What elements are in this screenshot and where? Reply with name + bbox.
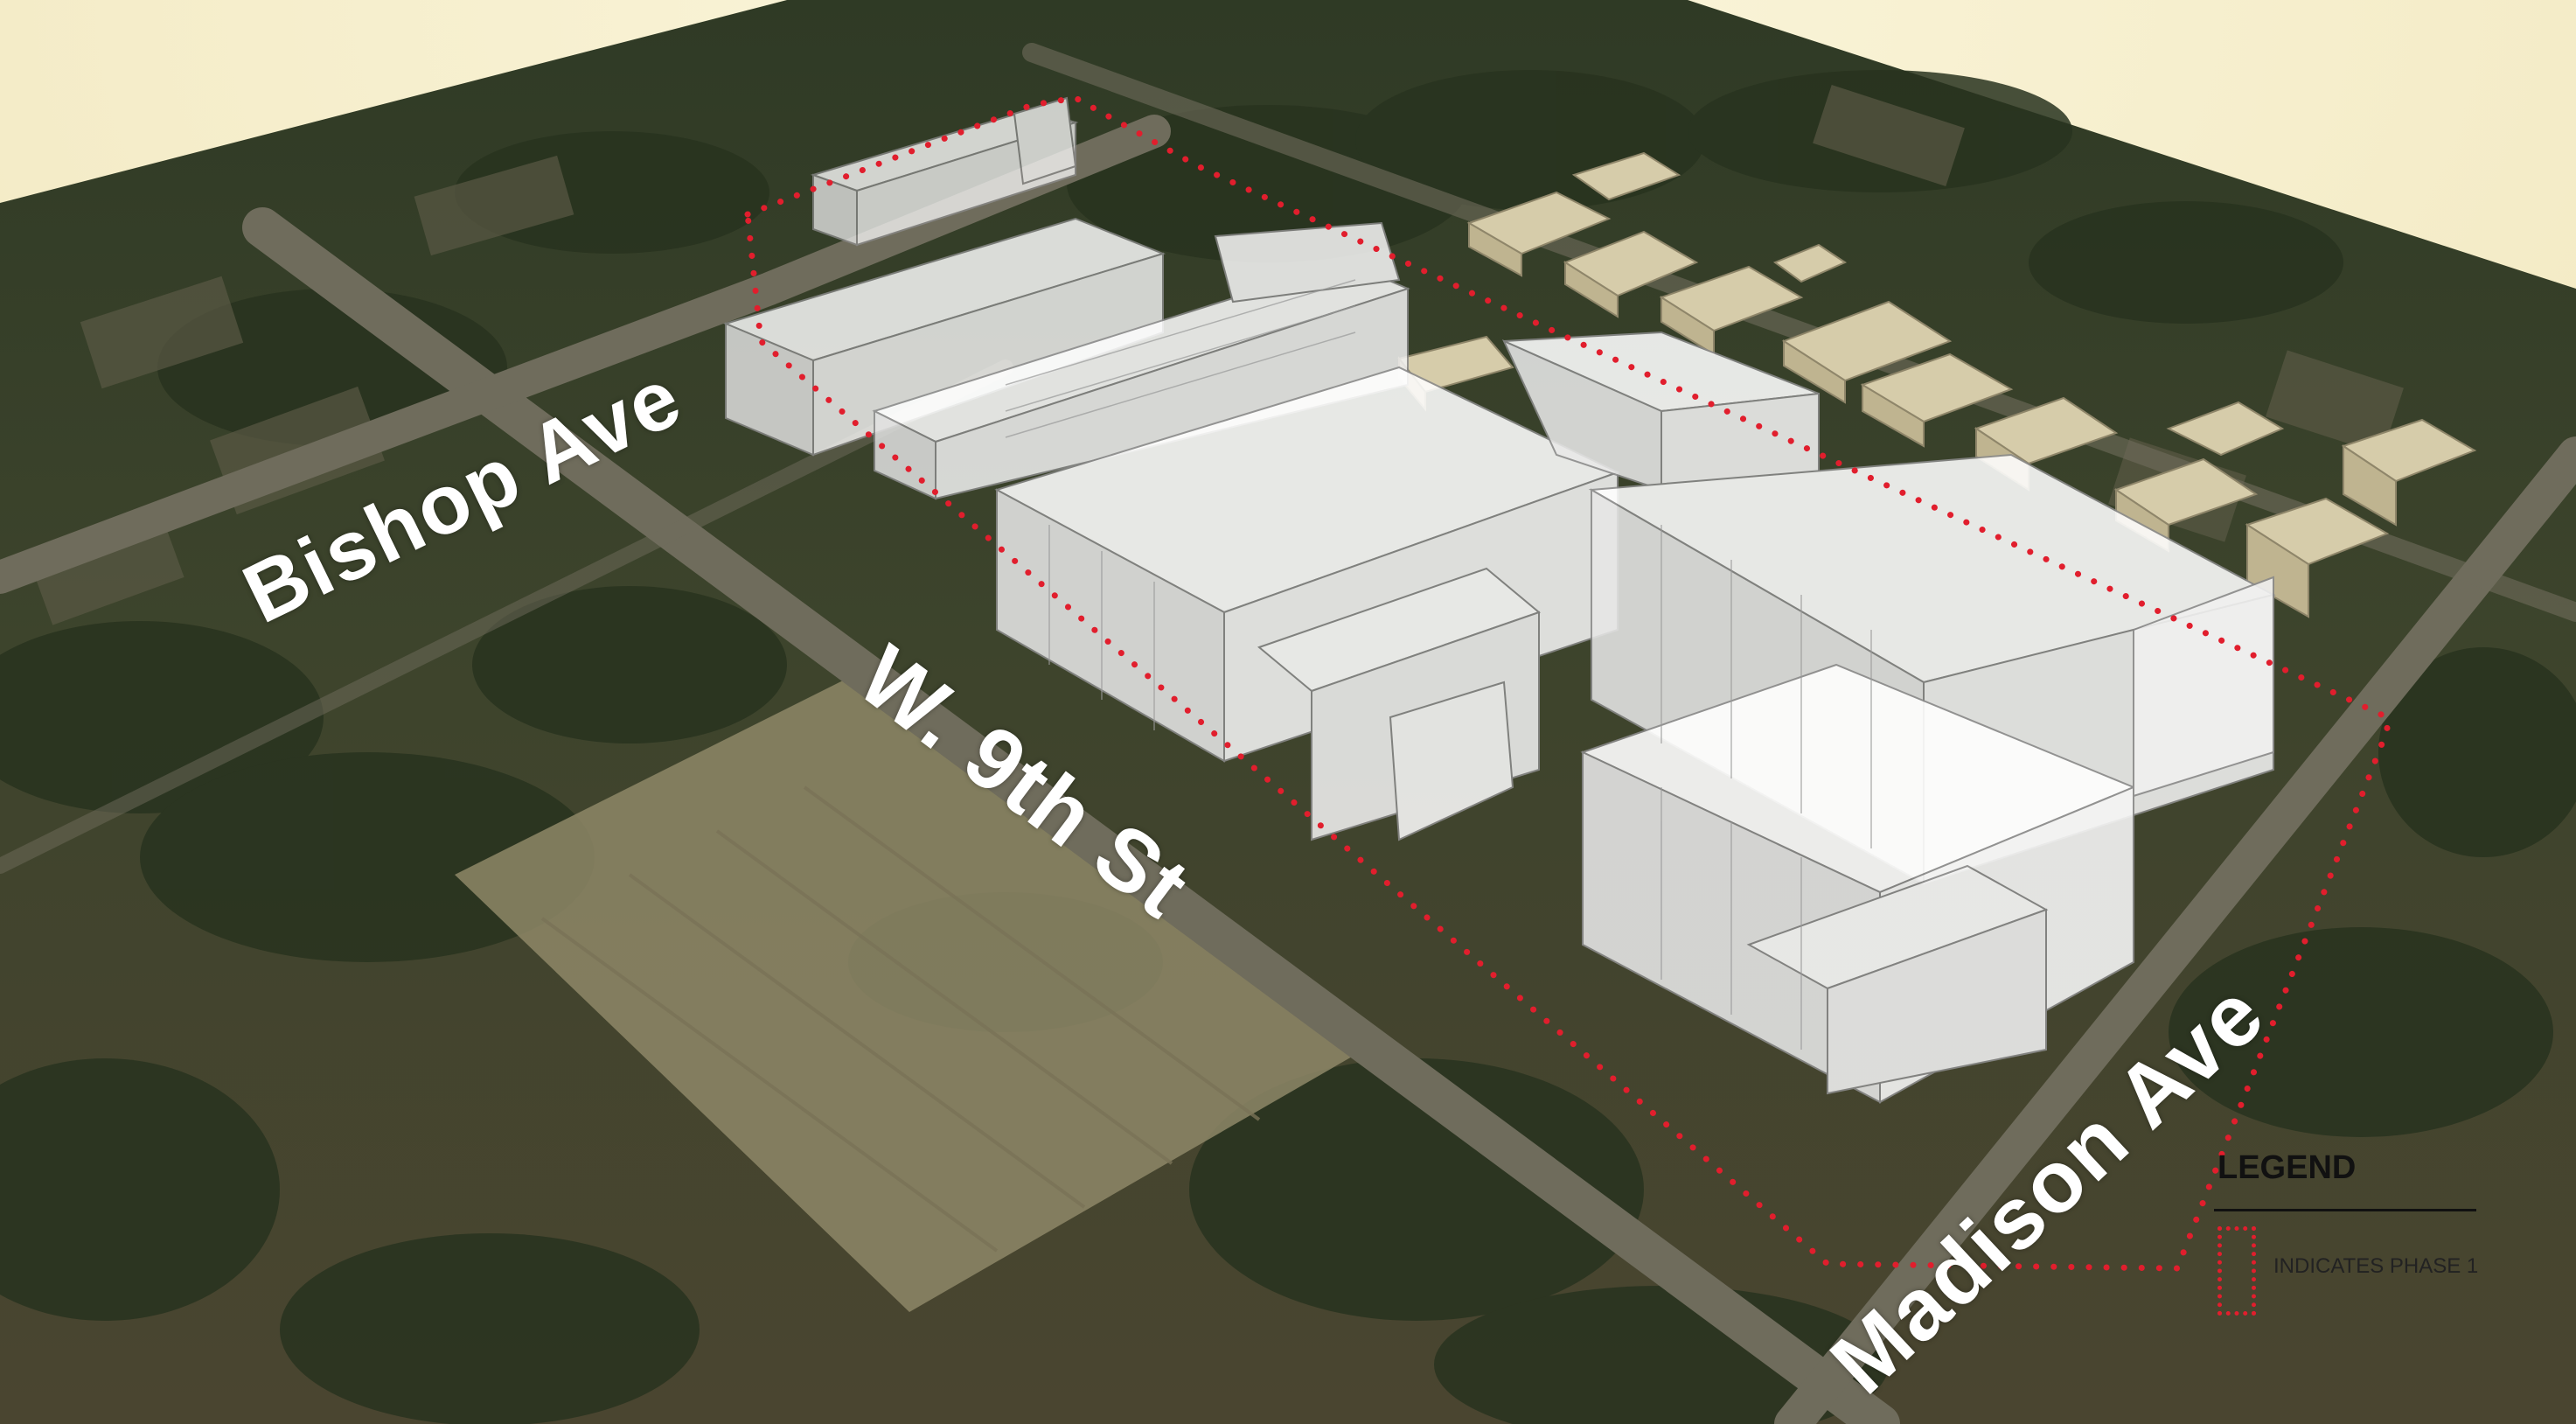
massing-north-wing — [810, 96, 1079, 247]
map-legend: LEGEND INDICATES PHASE 1 — [2214, 1149, 2479, 1324]
proposed-building-massing — [723, 96, 2276, 1104]
parking-stripes — [540, 785, 1261, 1253]
massing-frame-lines — [1005, 279, 1872, 1050]
dotted-boundary-swatch-icon — [2217, 1226, 2256, 1316]
road-w-9th-st — [242, 207, 1900, 1424]
legend-divider — [2214, 1209, 2476, 1211]
massing-central-wing — [872, 221, 1410, 500]
phase-1-boundary — [744, 94, 2391, 1272]
parking-lot — [455, 674, 1364, 1312]
road-west-st — [0, 359, 1013, 874]
legend-item-phase-1: INDICATES PHASE 1 — [2273, 1254, 2479, 1278]
legend-title: LEGEND — [2217, 1149, 2357, 1186]
massing-madison-block — [1580, 576, 2274, 1104]
road-madison-ave — [1774, 436, 2576, 1424]
massing-south-block — [994, 366, 1620, 841]
